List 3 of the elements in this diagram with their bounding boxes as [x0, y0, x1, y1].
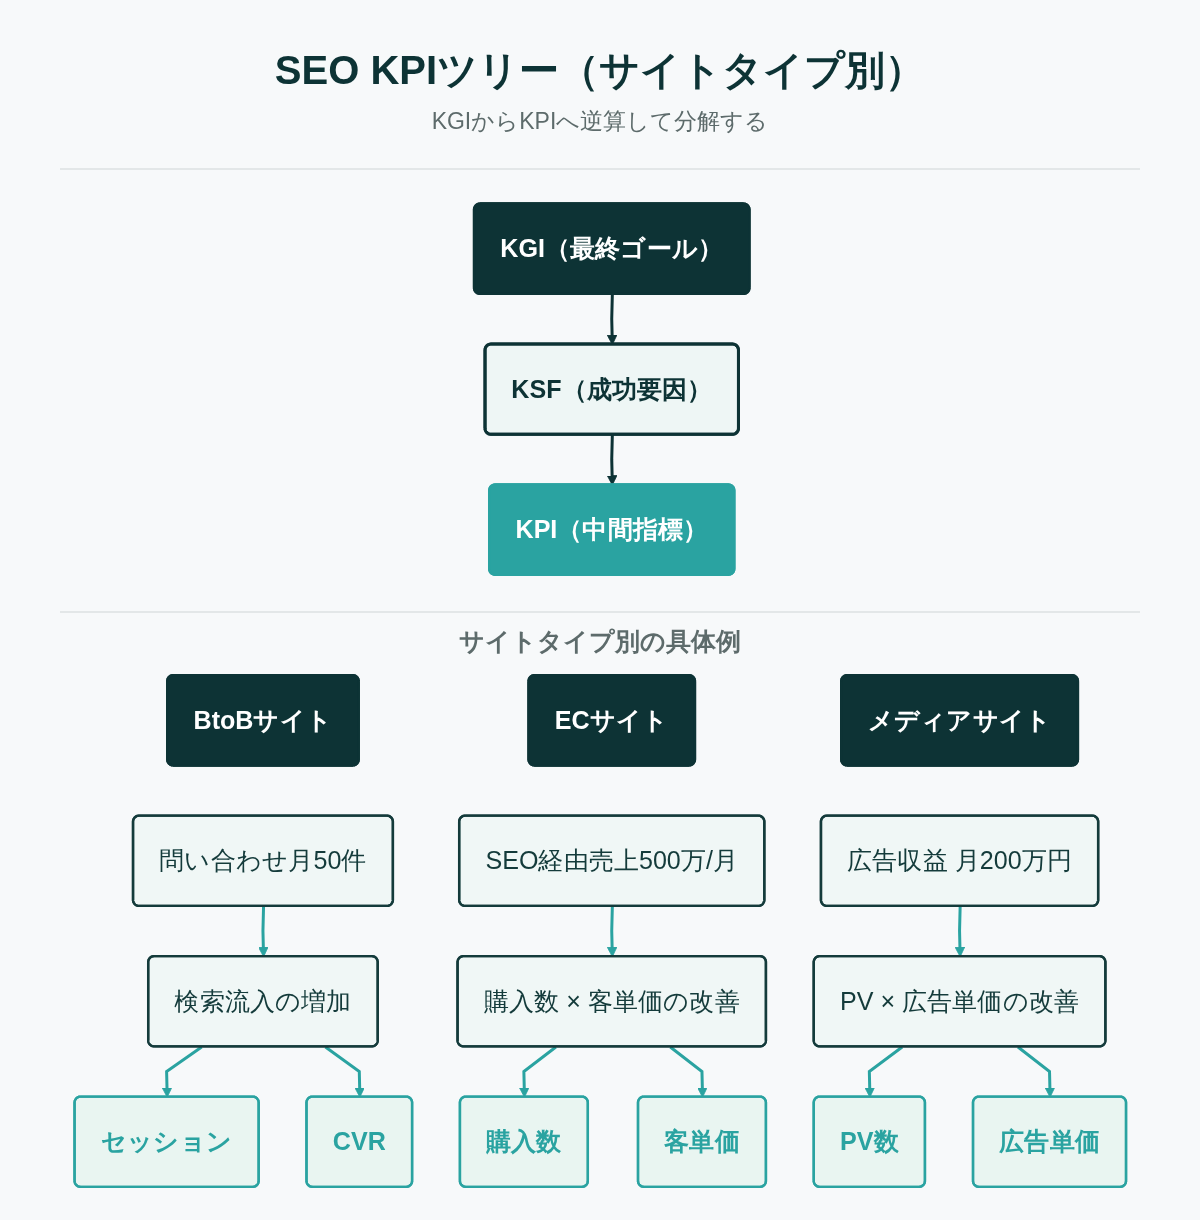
subtitle: KGIからKPIへ逆算して分解する: [431, 108, 769, 136]
diagram-title: SEO KPIツリー（サイトタイプ別）: [273, 47, 927, 94]
section-heading: サイトタイプ別の具体例: [459, 625, 741, 656]
